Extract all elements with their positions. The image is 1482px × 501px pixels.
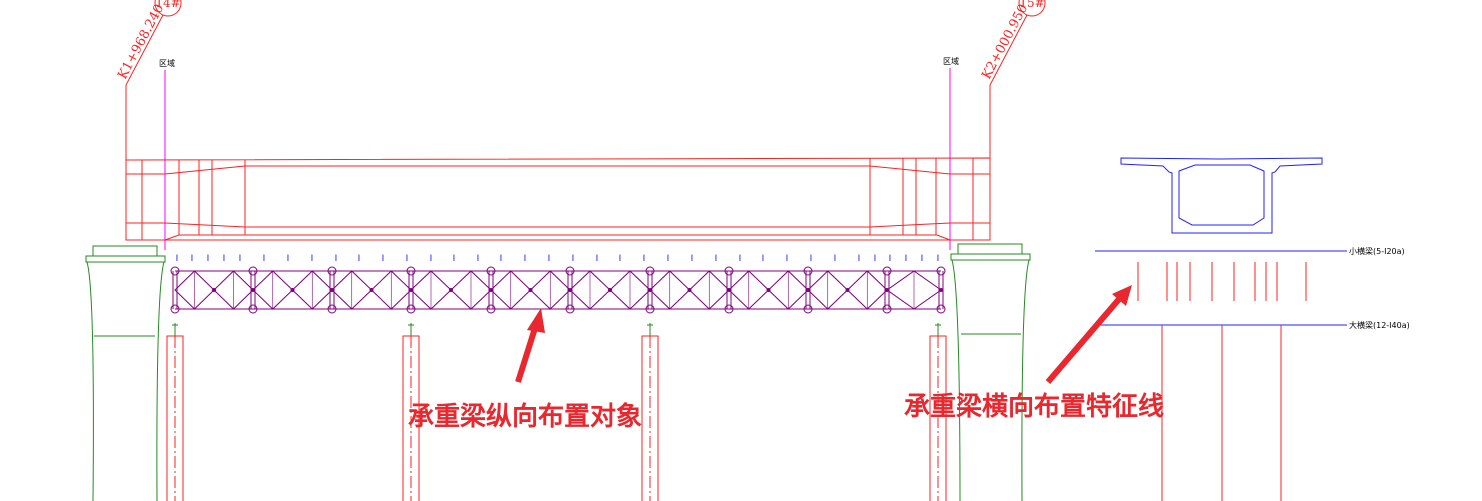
- joint-circle: [406, 266, 416, 276]
- station-label-right: K2+000.950: [979, 2, 1031, 82]
- support-columns: [166, 323, 947, 501]
- zone-label-left: 区域: [159, 58, 175, 68]
- joint-circle: [170, 266, 180, 276]
- beam-mark-icon: I: [762, 254, 765, 264]
- beam-mark-icon: I: [191, 254, 194, 264]
- station-marker-left: 14# K1+968.240: [115, 0, 182, 160]
- joint-circle: [327, 266, 337, 276]
- beam-mark-icon: I: [691, 254, 694, 264]
- pier-number-15: 15#: [1019, 0, 1044, 10]
- beam-mark-icon: I: [921, 254, 924, 264]
- beam-mark-icon: I: [223, 254, 226, 264]
- pier-right: [950, 243, 1031, 501]
- beam-mark-icon: I: [667, 254, 670, 264]
- beam-mark-icon: I: [596, 254, 599, 264]
- joint-circle: [645, 266, 655, 276]
- joint-circle: [645, 304, 655, 314]
- station-label-left: K1+968.240: [115, 2, 167, 82]
- beam-mark-icon: I: [889, 254, 892, 264]
- annotation-longitudinal: 承重梁纵向布置对象: [408, 402, 643, 432]
- beam-mark-icon: I: [430, 254, 433, 264]
- beam-mark-icon: I: [239, 254, 242, 264]
- joint-circle: [486, 266, 496, 276]
- beam-mark-icon: I: [500, 254, 503, 264]
- girder-elevation: [125, 157, 991, 241]
- pier-left: [85, 245, 166, 501]
- box-girder-section: [1120, 157, 1323, 234]
- beam-mark-icon: I: [937, 254, 940, 264]
- joint-circle: [882, 266, 892, 276]
- joint-circle: [248, 304, 258, 314]
- joint-circle: [486, 304, 496, 314]
- beam-mark-icon: I: [643, 254, 646, 264]
- beam-mark-icon: I: [810, 254, 813, 264]
- beam-mark-icon: I: [858, 254, 861, 264]
- beam-mark-icon: I: [739, 254, 742, 264]
- zone-label-right: 区域: [943, 56, 959, 66]
- longitudinal-truss: [170, 266, 946, 314]
- small-beam-label: 小横梁(5-I20a): [1349, 246, 1405, 256]
- pier-number-14: 14#: [155, 0, 180, 10]
- beam-mark-icon: I: [382, 254, 385, 264]
- joint-circle: [803, 304, 813, 314]
- station-marker-right: 15# K2+000.950: [979, 0, 1046, 160]
- arrow-icon: [515, 308, 545, 383]
- beam-mark-icon: I: [176, 254, 179, 264]
- arrow-icon: [1045, 285, 1132, 384]
- annotation-transverse: 承重梁横向布置特征线: [904, 392, 1165, 422]
- beam-mark-icon: I: [786, 254, 789, 264]
- joint-circle: [248, 266, 258, 276]
- beam-mark-icon: I: [874, 254, 877, 264]
- joint-circle: [170, 304, 180, 314]
- beam-mark-icon: I: [619, 254, 622, 264]
- joint-circle: [724, 266, 734, 276]
- beam-mark-icon: I: [358, 254, 361, 264]
- beam-mark-icon: I: [715, 254, 718, 264]
- beam-mark-icon: I: [287, 254, 290, 264]
- beam-mark-icon: I: [207, 254, 210, 264]
- beam-mark-icon: I: [335, 254, 338, 264]
- joint-circle: [936, 304, 946, 314]
- joint-circle: [406, 304, 416, 314]
- joint-circle: [882, 304, 892, 314]
- beam-mark-icon: I: [524, 254, 527, 264]
- beam-mark-icon: I: [263, 254, 266, 264]
- beam-mark-icon: I: [834, 254, 837, 264]
- beam-mark-icon: I: [548, 254, 551, 264]
- beam-mark-icon: I: [477, 254, 480, 264]
- beam-mark-icon: I: [905, 254, 908, 264]
- joint-circle: [327, 304, 337, 314]
- transverse-feature-lines: [1137, 262, 1307, 501]
- joint-circle: [803, 266, 813, 276]
- beam-mark-icon: I: [406, 254, 409, 264]
- beam-mark-icon: I: [453, 254, 456, 264]
- large-beam-label: 大横梁(12-I40a): [1349, 320, 1410, 330]
- joint-circle: [565, 304, 575, 314]
- joint-circle: [936, 266, 946, 276]
- joint-circle: [565, 266, 575, 276]
- joint-circle: [724, 304, 734, 314]
- beam-mark-icon: I: [572, 254, 575, 264]
- beam-mark-icon: I: [311, 254, 314, 264]
